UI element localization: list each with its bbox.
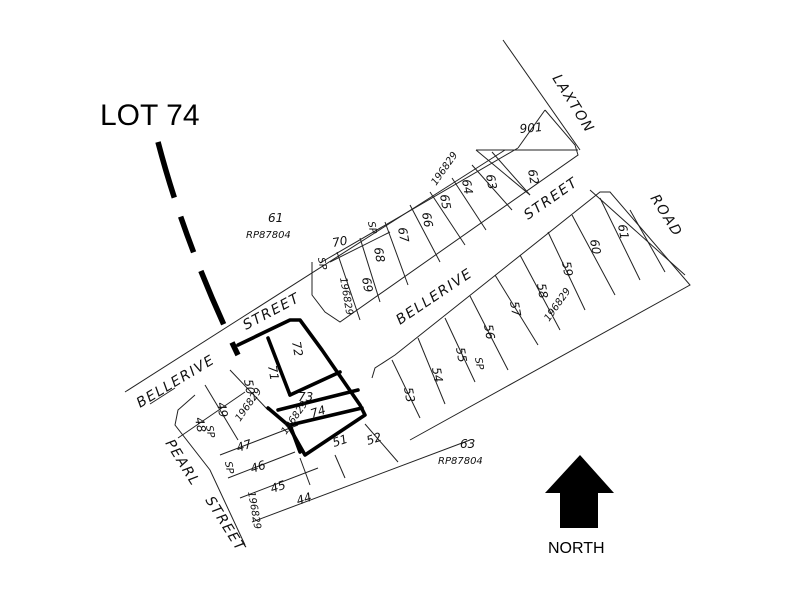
- lot-65-label: 65: [437, 193, 453, 210]
- lot-70-label: 70: [331, 233, 349, 250]
- sp-label-b: SP: [315, 257, 328, 272]
- sp-label-c: SP: [472, 357, 485, 372]
- lot-47-label: 47: [235, 437, 254, 455]
- lot-63-label: 63: [483, 173, 499, 190]
- lot-50-label: 50: [241, 378, 258, 396]
- street-name-bellerive-mid: BELLERIVE: [393, 265, 475, 328]
- lot-numbers: 901 62 63 64 65 66 67 68 69 70 71 72 73 …: [192, 120, 631, 508]
- lot-66-label: 66: [419, 211, 436, 229]
- lot-45-label: 45: [269, 478, 288, 496]
- lot-53-label: 53: [401, 386, 417, 403]
- street-name-pearl: PEARL: [162, 437, 203, 489]
- street-name-laxton: LAXTON: [549, 72, 598, 136]
- north-label: NORTH: [548, 540, 605, 557]
- lot-60-label: 60: [587, 238, 604, 256]
- street-name-road: ROAD: [647, 192, 686, 240]
- lot-71-label: 71: [265, 364, 281, 381]
- parcel-61-label: 61: [268, 211, 283, 225]
- parcel-63-label: 63: [460, 437, 475, 451]
- lot-56-label: 56: [481, 323, 498, 341]
- sp-label-d: SP: [203, 425, 216, 440]
- lot-64-label: 64: [459, 178, 475, 195]
- lot-68-label: 68: [371, 246, 388, 264]
- sp-label-e: SP: [222, 461, 235, 476]
- lot-48-label: 48: [192, 416, 209, 434]
- lot-72-label: 72: [289, 340, 305, 357]
- lot-44-label: 44: [295, 490, 314, 508]
- lot-49-label: 49: [214, 401, 230, 418]
- highlighted-lots-outline: [236, 318, 367, 457]
- street-name-bellerive-west: BELLERIVE: [134, 352, 218, 411]
- lot-69-label: 69: [359, 276, 375, 293]
- lot-74-leader-line: [155, 141, 241, 357]
- plan-ref-upper: RP87804: [246, 230, 291, 241]
- lot-73-label: 73: [298, 390, 313, 404]
- lot-901-label: 901: [519, 120, 543, 136]
- lot-74-callout-label: LOT 74: [100, 99, 200, 132]
- lot-74-label: 74: [309, 403, 328, 421]
- parcel-labels: 61 RP87804 63 RP87804: [246, 211, 483, 467]
- plan-ref-196829-e: 196829: [245, 491, 262, 531]
- lot-62-label: 62: [525, 168, 541, 185]
- plan-ref-196829-a: 196829: [429, 150, 460, 188]
- lot-52-label: 52: [365, 430, 384, 448]
- sp-label-a: SP: [365, 221, 378, 236]
- parcel-linework: [124, 39, 691, 546]
- lot-59-label: 59: [559, 260, 575, 277]
- north-arrow-icon: [545, 455, 614, 528]
- lot-55-label: 55: [453, 346, 469, 363]
- lot-46-label: 46: [249, 458, 268, 476]
- lot-51-label: 51: [331, 432, 350, 450]
- lot-61-label: 61: [615, 223, 631, 240]
- north-arrow: NORTH: [545, 455, 614, 557]
- lot-67-label: 67: [395, 226, 412, 244]
- plan-ref-196829-b: 196829: [337, 277, 354, 317]
- lot-58-label: 58: [534, 282, 551, 300]
- lot-54-label: 54: [429, 366, 445, 383]
- lot-57-label: 57: [507, 300, 524, 318]
- plan-ref-lower: RP87804: [438, 456, 483, 467]
